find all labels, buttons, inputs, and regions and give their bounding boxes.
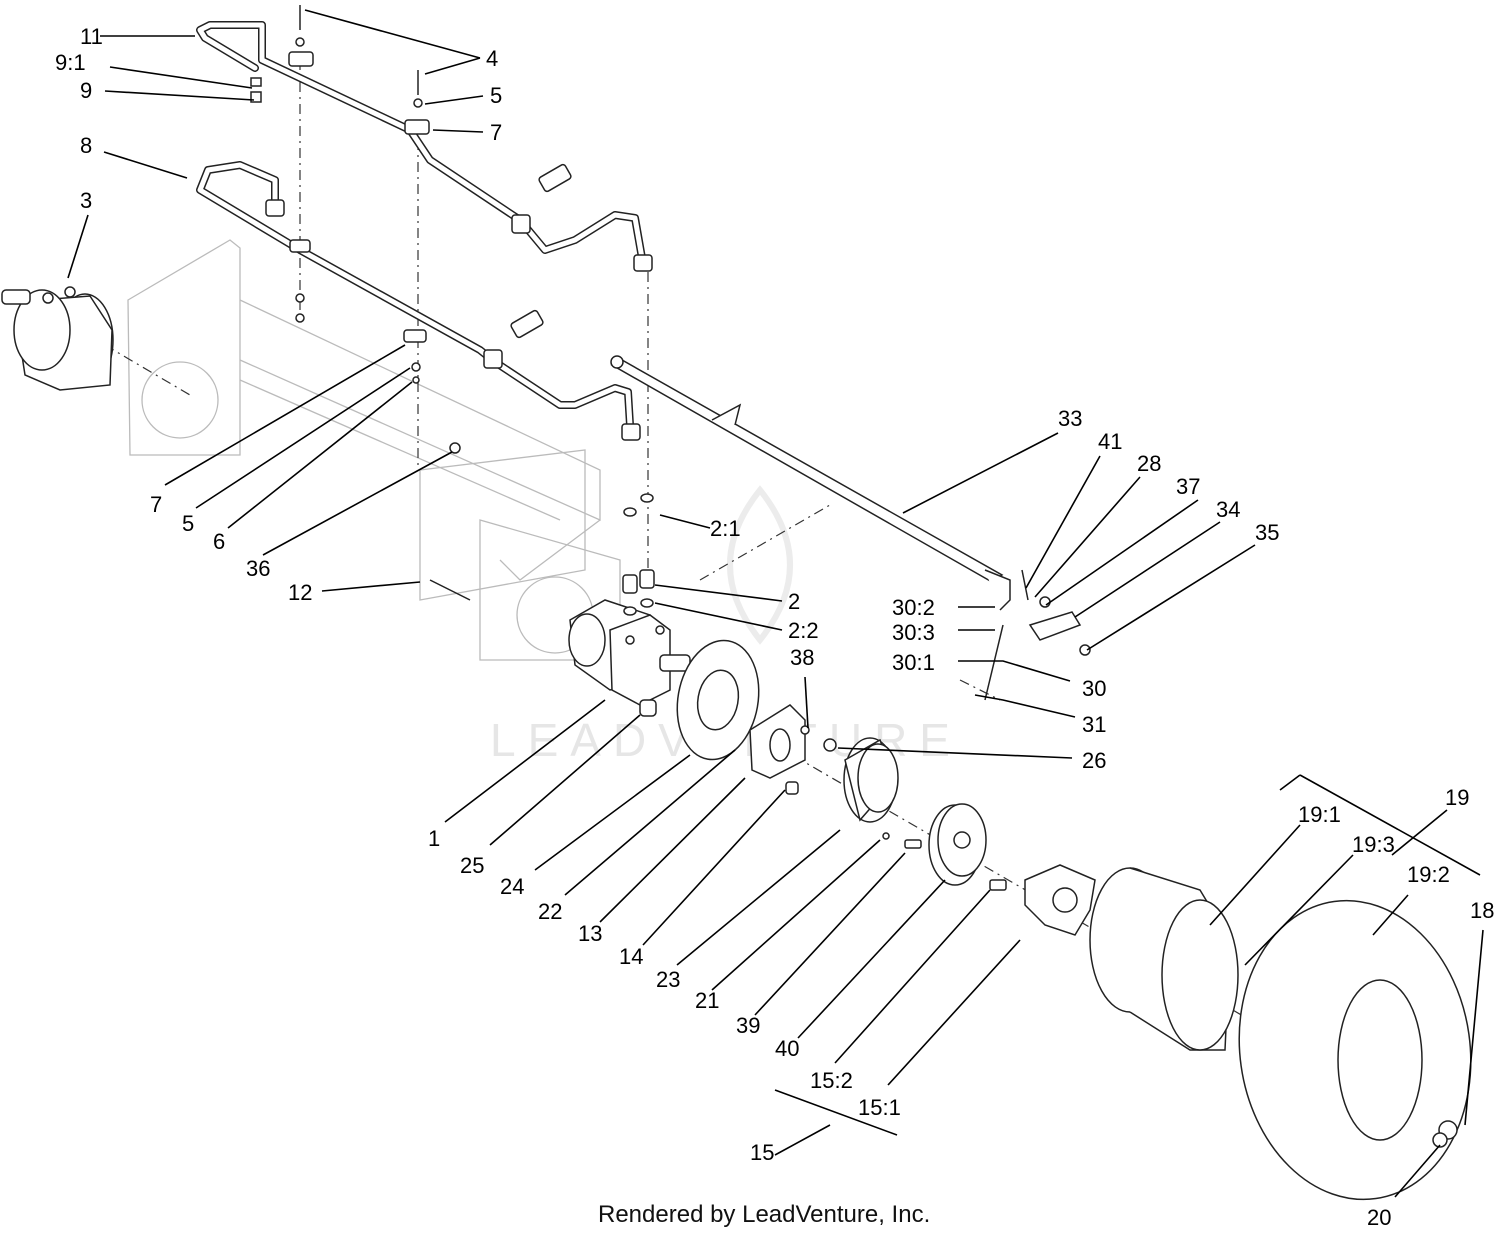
callout-2-1: 2:1 <box>710 516 741 541</box>
callout-8: 8 <box>80 133 92 158</box>
callout-15-1: 15:1 <box>858 1095 901 1120</box>
clamps <box>250 5 430 384</box>
callout-26: 26 <box>1082 748 1106 773</box>
brake-drum-23 <box>843 737 899 823</box>
callout-5-lower: 5 <box>182 511 194 536</box>
callout-40: 40 <box>775 1036 799 1061</box>
footer-credit: Rendered by LeadVenture, Inc. <box>598 1201 930 1228</box>
brake-rod-33 <box>610 355 1091 701</box>
callout-30-2: 30:2 <box>892 595 935 620</box>
callout-12: 12 <box>288 580 312 605</box>
callout-22: 22 <box>538 899 562 924</box>
callout-28: 28 <box>1137 451 1161 476</box>
callout-2: 2 <box>788 589 800 614</box>
callout-31: 31 <box>1082 712 1106 737</box>
callout-5: 5 <box>490 83 502 108</box>
callout-9: 9 <box>80 78 92 103</box>
caliper-bracket <box>749 704 837 795</box>
callout-41: 41 <box>1098 429 1122 454</box>
brake-disc-24 <box>676 639 760 761</box>
callout-30-3: 30:3 <box>892 620 935 645</box>
callout-19-1: 19:1 <box>1298 802 1341 827</box>
callout-6: 6 <box>213 529 225 554</box>
callout-1: 1 <box>428 826 440 851</box>
callout-21: 21 <box>695 988 719 1013</box>
callout-3: 3 <box>80 188 92 213</box>
callout-15: 15 <box>750 1140 774 1165</box>
callout-7-lower: 7 <box>150 492 162 517</box>
callout-25: 25 <box>460 853 484 878</box>
callout-33: 33 <box>1058 406 1082 431</box>
frame-outline <box>127 239 621 661</box>
callout-2-2: 2:2 <box>788 618 819 643</box>
callout-19-2: 19:2 <box>1407 862 1450 887</box>
callout-19-3: 19:3 <box>1352 832 1395 857</box>
callout-19: 19 <box>1445 785 1469 810</box>
callout-20: 20 <box>1367 1205 1391 1230</box>
callout-36: 36 <box>246 556 270 581</box>
motor-1 <box>429 442 691 717</box>
hydraulic-line-8 <box>196 161 641 441</box>
callout-30: 30 <box>1082 676 1106 701</box>
motor-3 <box>1 286 114 391</box>
leader-lines <box>67 9 1484 1198</box>
callout-24: 24 <box>500 874 524 899</box>
hydraulic-line-11 <box>196 21 653 272</box>
callout-13: 13 <box>578 921 602 946</box>
callout-11: 11 <box>80 24 103 49</box>
callout-4: 4 <box>486 46 498 71</box>
callout-37: 37 <box>1176 474 1200 499</box>
callout-23: 23 <box>656 967 680 992</box>
callout-35: 35 <box>1255 520 1279 545</box>
callout-30-1: 30:1 <box>892 650 935 675</box>
tire-19-2 <box>1238 899 1472 1201</box>
callout-38: 38 <box>790 645 814 670</box>
callout-labels: 11 9:1 9 4 5 7 8 3 33 41 28 37 34 35 7 5… <box>55 24 1494 1230</box>
callout-15-2: 15:2 <box>810 1068 853 1093</box>
hub-40 <box>882 803 987 886</box>
hub-15 <box>989 864 1096 936</box>
callout-34: 34 <box>1216 497 1240 522</box>
callout-14: 14 <box>619 944 643 969</box>
callout-7: 7 <box>490 120 502 145</box>
wheel-rim-19-1 <box>1089 867 1239 1051</box>
callout-39: 39 <box>736 1013 760 1038</box>
callout-9-1: 9:1 <box>55 50 86 75</box>
callout-18: 18 <box>1470 898 1494 923</box>
